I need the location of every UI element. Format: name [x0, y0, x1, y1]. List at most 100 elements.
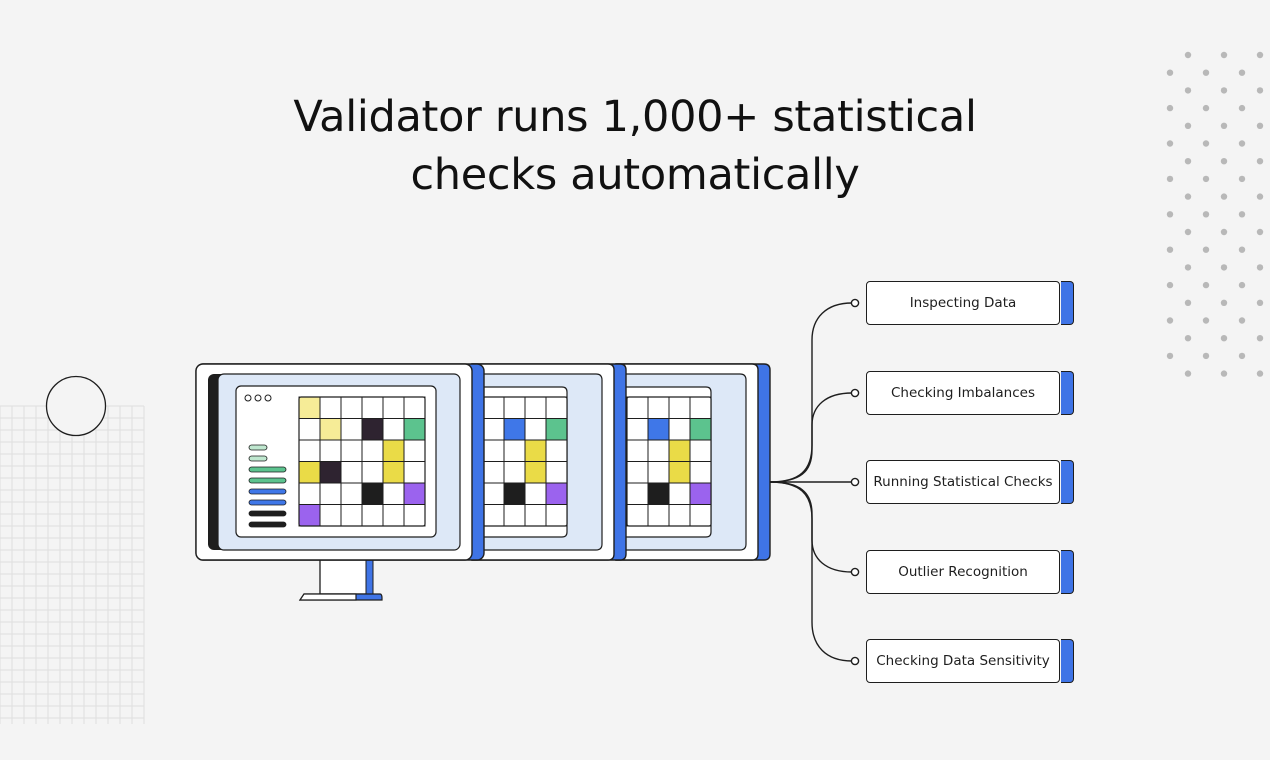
grid-cell	[503, 439, 526, 462]
grid-cell	[626, 461, 649, 484]
grid-cell	[626, 396, 649, 419]
dot	[1220, 158, 1228, 165]
check-card-outlier-recognition: Outlier Recognition	[866, 549, 1074, 594]
grid-cell	[319, 396, 342, 419]
dot	[1256, 335, 1264, 342]
sidebar-bars-icon	[248, 444, 287, 528]
card-accent	[1061, 280, 1074, 325]
check-label: Running Statistical Checks	[873, 474, 1053, 490]
grid-cell	[403, 418, 426, 441]
grid-cell	[503, 482, 526, 505]
dot	[1256, 370, 1264, 377]
grid-cell	[298, 482, 321, 505]
monitor-icon-middle	[471, 363, 627, 561]
dot	[1184, 193, 1192, 200]
grid-cell	[545, 461, 568, 484]
grid-cell	[340, 396, 363, 419]
monitor-icon-front	[195, 363, 485, 601]
decorative-circle-icon	[45, 375, 107, 437]
grid-cell	[503, 396, 526, 419]
grid-cell	[626, 482, 649, 505]
grid-cell	[382, 504, 405, 527]
grid-cell	[545, 439, 568, 462]
grid-cell	[503, 504, 526, 527]
grid-cell	[340, 461, 363, 484]
dot	[1184, 122, 1192, 129]
dot	[1256, 158, 1264, 165]
dot	[1184, 158, 1192, 165]
dot	[1184, 370, 1192, 377]
dot	[1184, 228, 1192, 236]
dot	[1166, 175, 1174, 183]
dot	[1166, 352, 1174, 360]
grid-cell	[545, 396, 568, 419]
grid-cell	[298, 504, 321, 527]
grid-cell	[689, 418, 712, 441]
grid-cell	[340, 504, 363, 527]
grid-cell	[482, 396, 505, 419]
grid-cell	[524, 439, 547, 462]
dot	[1202, 104, 1210, 112]
connector-node-icon	[850, 298, 860, 666]
grid-cell	[626, 504, 649, 527]
grid-cell	[382, 396, 405, 419]
check-label: Checking Imbalances	[890, 385, 1035, 401]
grid-cell	[361, 504, 384, 527]
card-accent	[1061, 549, 1074, 594]
headline-line-2: checks automatically	[410, 150, 860, 200]
grid-cell	[319, 482, 342, 505]
card-accent	[1061, 459, 1074, 504]
check-label: Outlier Recognition	[898, 564, 1028, 580]
dot	[1256, 299, 1264, 306]
grid-cell	[298, 461, 321, 484]
grid-cell	[647, 504, 670, 527]
grid-cell	[319, 504, 342, 527]
grid-cell	[340, 439, 363, 462]
grid-cell	[361, 461, 384, 484]
dot	[1202, 352, 1210, 360]
dot	[1220, 87, 1228, 94]
dot	[1184, 264, 1192, 271]
grid-cell	[482, 439, 505, 462]
grid-cell	[340, 418, 363, 441]
check-card-inspecting-data: Inspecting Data	[866, 280, 1074, 325]
dot	[1202, 281, 1210, 289]
dot	[1238, 104, 1246, 112]
grid-cell	[626, 439, 649, 462]
grid-cell	[403, 482, 426, 505]
dot	[1166, 69, 1174, 76]
grid-cell	[647, 418, 670, 441]
check-card-checking-data-sensitivity: Checking Data Sensitivity	[866, 638, 1074, 683]
grid-cell	[524, 461, 547, 484]
dot	[1220, 228, 1228, 236]
dot	[1202, 211, 1210, 218]
dot	[1238, 211, 1246, 218]
grid-cell	[361, 439, 384, 462]
dot	[1220, 51, 1228, 59]
grid-cell	[482, 461, 505, 484]
grid-cell	[647, 396, 670, 419]
data-grid-icon	[626, 396, 712, 527]
window-dots-icon	[244, 394, 272, 402]
grid-cell	[298, 439, 321, 462]
dot	[1202, 317, 1210, 324]
dot	[1166, 104, 1174, 112]
grid-cell	[689, 482, 712, 505]
dot	[1166, 211, 1174, 218]
grid-cell	[361, 482, 384, 505]
dot	[1238, 140, 1246, 147]
monitor-icon-back	[615, 363, 771, 561]
dot	[1238, 317, 1246, 324]
dot	[1220, 264, 1228, 271]
dot	[1166, 281, 1174, 289]
dot	[1166, 246, 1174, 253]
dot	[1184, 51, 1192, 59]
dot	[1238, 175, 1246, 183]
grid-cell	[647, 482, 670, 505]
grid-cell	[319, 418, 342, 441]
grid-cell	[545, 418, 568, 441]
grid-cell	[524, 482, 547, 505]
grid-cell	[298, 418, 321, 441]
data-grid-icon	[298, 396, 426, 527]
